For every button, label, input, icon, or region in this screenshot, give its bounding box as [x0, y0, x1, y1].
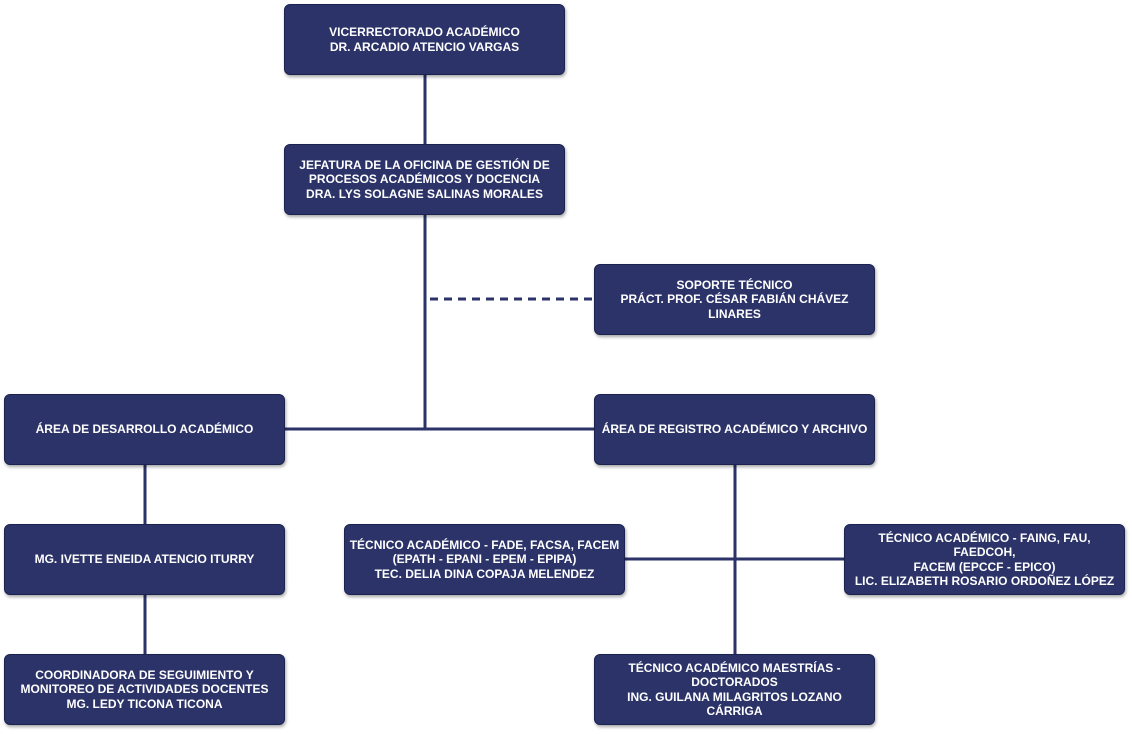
node-jefatura: JEFATURA DE LA OFICINA DE GESTIÓN DE PRO…	[284, 144, 565, 215]
node-tecnico-faing-title-2: FACEM (EPCCF - EPICO)	[913, 559, 1056, 574]
node-tecnico-fade-title-1: TÉCNICO ACADÉMICO - FADE, FACSA, FACEM	[349, 537, 620, 552]
node-tecnico-fade-person: TEC. DELIA DINA COPAJA MELENDEZ	[374, 566, 595, 581]
node-tecnico-maestrias: TÉCNICO ACADÉMICO MAESTRÍAS - DOCTORADOS…	[594, 654, 875, 725]
node-atencio: MG. IVETTE ENEIDA ATENCIO ITURRY	[4, 524, 285, 595]
node-vicerrectorado: VICERRECTORADO ACADÉMICO DR. ARCADIO ATE…	[284, 4, 565, 75]
node-tecnico-fade: TÉCNICO ACADÉMICO - FADE, FACSA, FACEM (…	[344, 524, 625, 595]
node-coordinadora-title-1: COORDINADORA DE SEGUIMIENTO Y	[35, 667, 254, 682]
node-jefatura-person: DRA. LYS SOLAGNE SALINAS MORALES	[306, 186, 543, 201]
node-tecnico-faing-title-1: TÉCNICO ACADÉMICO - FAING, FAU, FAEDCOH,	[878, 530, 1091, 560]
node-coordinadora-title-2: MONITOREO DE ACTIVIDADES DOCENTES	[20, 682, 269, 697]
node-tecnico-faing: TÉCNICO ACADÉMICO - FAING, FAU, FAEDCOH,…	[844, 524, 1125, 595]
node-area-desarrollo: ÁREA DE DESARROLLO ACADÉMICO	[4, 394, 285, 465]
node-vicerrectorado-person: DR. ARCADIO ATENCIO VARGAS	[329, 39, 520, 54]
node-vicerrectorado-title: VICERRECTORADO ACADÉMICO	[329, 25, 520, 39]
node-atencio-person: MG. IVETTE ENEIDA ATENCIO ITURRY	[34, 552, 255, 567]
node-registro-title: ÁREA DE REGISTRO ACADÉMICO Y ARCHIVO	[601, 422, 868, 437]
node-jefatura-title-2: PROCESOS ACADÉMICOS Y DOCENCIA	[308, 172, 541, 187]
node-tecnico-maestrias-title-1: TÉCNICO ACADÉMICO MAESTRÍAS -	[628, 660, 841, 675]
node-coordinadora-person: MG. LEDY TICONA TICONA	[66, 696, 223, 711]
node-soporte-tecnico: SOPORTE TÉCNICO PRÁCT. PROF. CÉSAR FABIÁ…	[594, 264, 875, 335]
node-soporte-person-1: PRÁCT. PROF. CÉSAR FABIÁN CHÁVEZ	[620, 292, 849, 307]
node-tecnico-fade-title-2: (EPATH - EPANI - EPEM - EPIPA)	[392, 552, 577, 567]
node-tecnico-faing-person: LIC. ELIZABETH ROSARIO ORDOÑEZ LÓPEZ	[854, 574, 1115, 588]
node-soporte-person-2: LINARES	[708, 306, 761, 321]
node-jefatura-title-1: JEFATURA DE LA OFICINA DE GESTIÓN DE	[299, 157, 550, 172]
node-soporte-title: SOPORTE TÉCNICO	[676, 277, 793, 292]
node-tecnico-maestrias-title-2: DOCTORADOS	[691, 675, 778, 689]
node-tecnico-maestrias-person: ING. GUILANA MILAGRITOS LOZANO CÁRRIGA	[627, 689, 842, 719]
node-coordinadora: COORDINADORA DE SEGUIMIENTO Y MONITOREO …	[4, 654, 285, 725]
node-area-registro: ÁREA DE REGISTRO ACADÉMICO Y ARCHIVO	[594, 394, 875, 465]
node-desarrollo-title: ÁREA DE DESARROLLO ACADÉMICO	[35, 422, 254, 437]
